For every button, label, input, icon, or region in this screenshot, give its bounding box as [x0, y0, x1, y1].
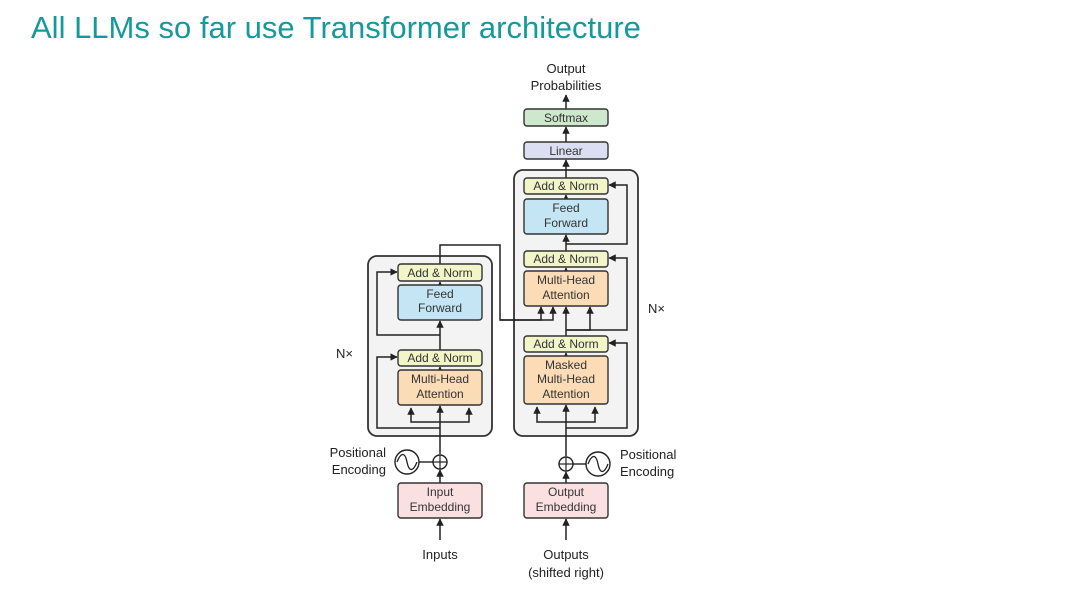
encoder-add-circle	[432, 454, 448, 470]
decoder-output-embedding: Output Embedding	[523, 482, 609, 519]
svg-text:Masked: Masked	[545, 358, 587, 372]
decoder-add-norm-bottom: Add & Norm	[523, 335, 609, 353]
decoder-feed-forward: Feed Forward	[523, 198, 609, 235]
encoder-add-norm-top: Add & Norm	[397, 263, 483, 282]
svg-text:Attention: Attention	[542, 288, 589, 302]
svg-text:Multi-Head: Multi-Head	[537, 273, 595, 287]
svg-text:Embedding: Embedding	[410, 500, 471, 514]
encoder-positional-label-line1: Positional	[330, 445, 386, 460]
encoder-input-embedding: Input Embedding	[397, 482, 483, 519]
svg-text:Embedding: Embedding	[536, 500, 597, 514]
output-probabilities-label-line1: Output	[546, 61, 585, 76]
svg-text:Add & Norm: Add & Norm	[533, 252, 598, 266]
svg-text:Multi-Head: Multi-Head	[537, 372, 595, 386]
svg-text:Add & Norm: Add & Norm	[407, 351, 472, 365]
encoder-feed-forward: Feed Forward	[397, 284, 483, 321]
connections	[376, 94, 628, 540]
decoder-masked-multi-head-attention: Masked Multi-Head Attention	[523, 355, 609, 405]
svg-text:Multi-Head: Multi-Head	[411, 372, 469, 386]
linear-layer: Linear	[523, 141, 609, 160]
svg-text:Attention: Attention	[416, 387, 463, 401]
decoder-multi-head-attention: Multi-Head Attention	[523, 270, 609, 307]
decoder-outputs-label-line1: Outputs	[543, 547, 589, 562]
svg-text:Add & Norm: Add & Norm	[533, 337, 598, 351]
decoder-repeat-label: N×	[648, 301, 665, 316]
svg-text:Forward: Forward	[544, 216, 588, 230]
svg-text:Attention: Attention	[542, 387, 589, 401]
output-probabilities-label-line2: Probabilities	[531, 78, 602, 93]
decoder-sine-wave-icon	[573, 451, 611, 477]
decoder-add-norm-mid: Add & Norm	[523, 250, 609, 268]
encoder-inputs-label: Inputs	[422, 547, 458, 562]
svg-text:Add & Norm: Add & Norm	[407, 266, 472, 280]
decoder-positional-label-line1: Positional	[620, 447, 676, 462]
svg-text:Input: Input	[427, 485, 454, 499]
decoder-positional-label-line2: Encoding	[620, 464, 674, 479]
decoder-outputs-label-line2: (shifted right)	[528, 565, 604, 580]
svg-text:Output: Output	[548, 485, 585, 499]
encoder-repeat-label: N×	[336, 346, 353, 361]
encoder-stack	[367, 255, 493, 437]
encoder-positional-label-line2: Encoding	[332, 462, 386, 477]
softmax-layer: Softmax	[523, 108, 609, 127]
encoder-sine-wave-icon	[394, 449, 433, 475]
decoder-add-norm-top: Add & Norm	[523, 177, 609, 195]
encoder-multi-head-attention: Multi-Head Attention	[397, 369, 483, 406]
svg-text:Add & Norm: Add & Norm	[533, 179, 598, 193]
decoder-add-circle	[558, 456, 574, 472]
encoder-add-norm-bottom: Add & Norm	[397, 349, 483, 367]
svg-text:Forward: Forward	[418, 301, 462, 315]
svg-text:Feed: Feed	[552, 201, 579, 215]
svg-text:Linear: Linear	[549, 144, 582, 158]
slide-title: All LLMs so far use Transformer architec…	[31, 10, 641, 45]
svg-text:Feed: Feed	[426, 287, 453, 301]
svg-text:Softmax: Softmax	[544, 111, 588, 125]
